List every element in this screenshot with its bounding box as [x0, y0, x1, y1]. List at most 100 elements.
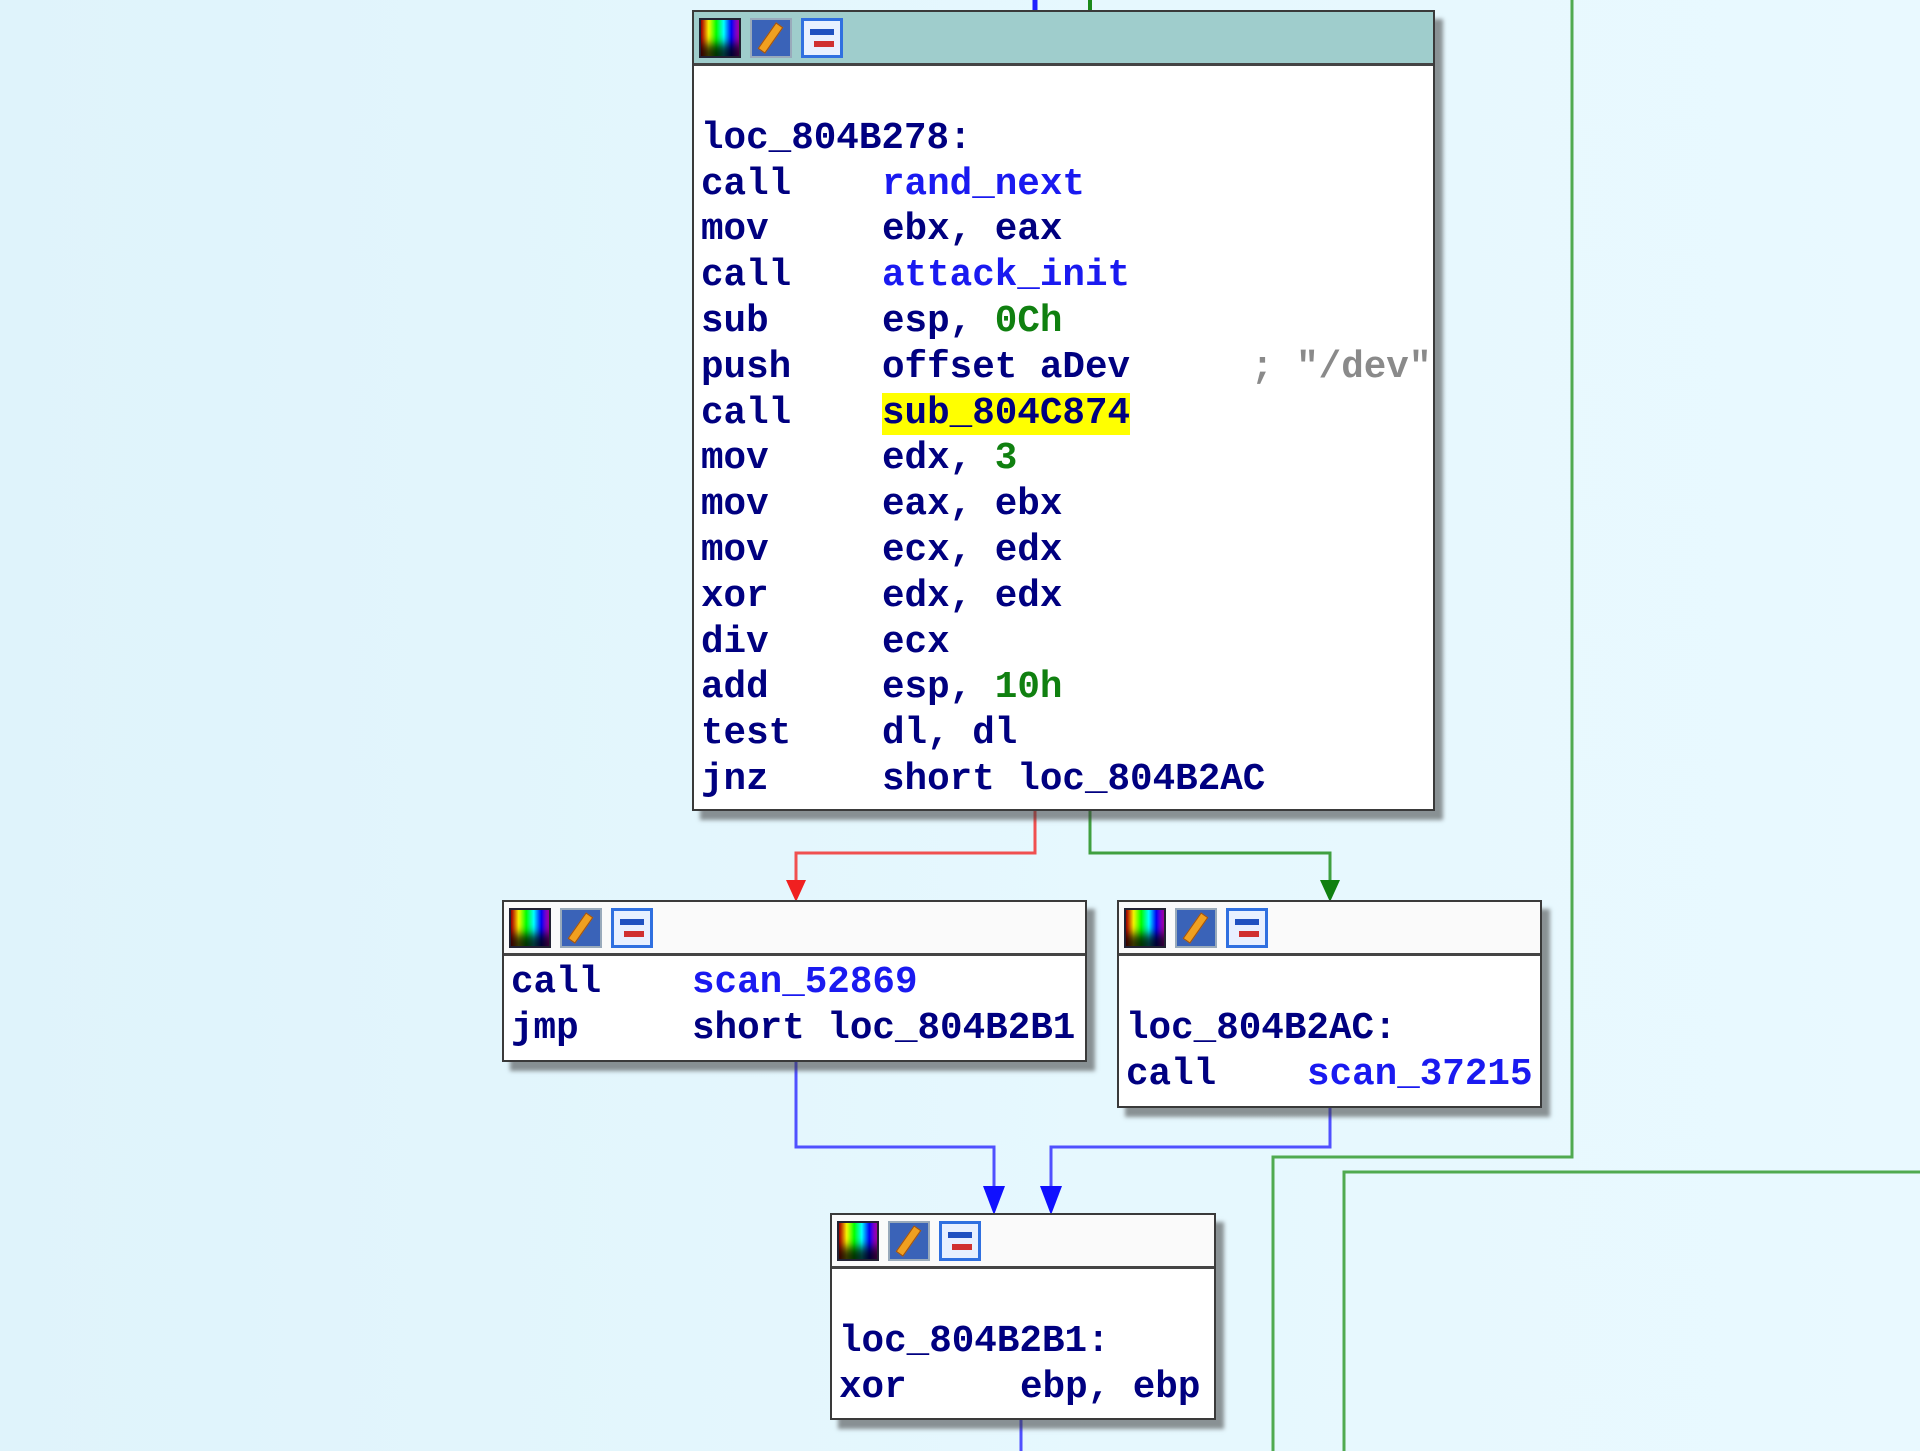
operand: ebp, ebp	[1020, 1366, 1201, 1409]
operand: ebx, eax	[882, 209, 1063, 252]
mnemonic: call	[701, 163, 792, 206]
color-palette-icon[interactable]	[1124, 907, 1166, 948]
mnemonic: div	[701, 621, 769, 664]
instruction-line[interactable]: mov ecx, edx	[701, 529, 1433, 575]
block-header[interactable]	[694, 12, 1433, 66]
immediate-value: 3	[994, 438, 1018, 481]
edge-flow-right[interactable]	[1049, 1108, 1332, 1196]
edit-pencil-icon[interactable]	[750, 17, 792, 58]
operand: eax, ebx	[882, 484, 1063, 527]
instruction-line[interactable]: jnz short loc_804B2AC	[701, 758, 1433, 804]
mnemonic: mov	[701, 529, 769, 572]
edit-pencil-icon[interactable]	[1175, 907, 1217, 948]
string-comment: ; "/dev"	[1251, 346, 1432, 389]
instruction-line[interactable]: call scan_37215	[1126, 1053, 1540, 1099]
mnemonic: push	[701, 346, 792, 389]
immediate-value: 10h	[994, 667, 1063, 710]
mnemonic: mov	[701, 438, 769, 481]
arrow-green	[1320, 880, 1340, 902]
code-label-line[interactable]: loc_804B2B1:	[839, 1320, 1214, 1366]
operand: edx, edx	[882, 575, 1063, 618]
instruction-line[interactable]: call scan_52869	[511, 961, 1085, 1007]
operand: short loc_804B2AC	[882, 758, 1266, 801]
instruction-line[interactable]: sub esp, 0Ch	[701, 300, 1433, 346]
mnemonic: call	[511, 962, 602, 1004]
blank-line	[1126, 961, 1540, 1007]
instruction-line[interactable]: mov edx, 3	[701, 437, 1433, 483]
instruction-line[interactable]: xor edx, edx	[701, 575, 1433, 621]
function-reference[interactable]: scan_52869	[692, 962, 918, 1004]
color-palette-icon[interactable]	[837, 1220, 879, 1261]
instruction-line[interactable]: mov eax, ebx	[701, 483, 1433, 529]
mnemonic: test	[701, 713, 792, 756]
mnemonic: jmp	[511, 1007, 579, 1050]
function-reference[interactable]: rand_next	[882, 163, 1085, 206]
operand: offset aDev	[882, 346, 1131, 389]
operand: short loc_804B2B1	[692, 1007, 1076, 1050]
edit-pencil-icon[interactable]	[888, 1220, 930, 1261]
instruction-line[interactable]: test dl, dl	[701, 712, 1433, 758]
block-header[interactable]	[832, 1215, 1214, 1269]
mnemonic: call	[1126, 1053, 1217, 1096]
operand: esp,	[882, 300, 995, 343]
operand: edx,	[882, 438, 995, 481]
mnemonic: add	[701, 667, 769, 710]
code-label-line[interactable]: loc_804B2AC:	[1126, 1007, 1540, 1053]
blank-line	[839, 1274, 1214, 1320]
mnemonic: jnz	[701, 758, 769, 801]
immediate-value: 0Ch	[994, 300, 1063, 343]
graph-overview-icon[interactable]	[611, 907, 653, 948]
operand: ecx	[882, 621, 950, 664]
mnemonic: call	[701, 255, 792, 298]
operand: dl, dl	[882, 713, 1018, 756]
instruction-line[interactable]: call rand_next	[701, 163, 1433, 209]
edge-flow-left[interactable]	[794, 1062, 996, 1196]
instruction-line[interactable]: div ecx	[701, 621, 1433, 667]
code-block-loc-804B2AC[interactable]: loc_804B2AC:call scan_37215	[1117, 900, 1542, 1108]
edge-back-green-2[interactable]	[1342, 1170, 1920, 1451]
color-palette-icon[interactable]	[509, 907, 551, 948]
graph-overview-icon[interactable]	[939, 1220, 981, 1261]
edit-pencil-icon[interactable]	[560, 907, 602, 948]
instruction-line[interactable]: call sub_804C874	[701, 392, 1433, 438]
edge-back-green-1[interactable]	[1271, 0, 1574, 1451]
color-palette-icon[interactable]	[699, 17, 741, 58]
mnemonic: call	[701, 392, 792, 435]
location-label[interactable]: loc_804B2B1:	[839, 1320, 1110, 1363]
block-header[interactable]	[1119, 902, 1540, 956]
graph-overview-icon[interactable]	[1226, 907, 1268, 948]
function-reference[interactable]: sub_804C874	[882, 392, 1131, 435]
arrow-red	[786, 880, 806, 902]
blank-line	[701, 71, 1433, 117]
arrow-blue-left	[983, 1186, 1005, 1215]
instruction-line[interactable]: mov ebx, eax	[701, 208, 1433, 254]
function-reference[interactable]: scan_37215	[1307, 1053, 1533, 1096]
block-header[interactable]	[504, 902, 1085, 956]
instruction-line[interactable]: call attack_init	[701, 254, 1433, 300]
edge-true-green[interactable]	[1088, 811, 1332, 885]
block-body: loc_804B2AC:call scan_37215	[1119, 956, 1540, 1098]
function-reference[interactable]: attack_init	[882, 255, 1131, 298]
location-label[interactable]: loc_804B278:	[701, 117, 972, 160]
location-label[interactable]: loc_804B2AC:	[1126, 1007, 1397, 1050]
operand: ecx, edx	[882, 529, 1063, 572]
code-label-line[interactable]: loc_804B278:	[701, 117, 1433, 163]
graph-overview-icon[interactable]	[801, 17, 843, 58]
edge-false-red[interactable]	[794, 811, 1037, 885]
mnemonic: sub	[701, 300, 769, 343]
mnemonic: xor	[701, 575, 769, 618]
arrow-blue-right	[1040, 1186, 1062, 1215]
mnemonic: mov	[701, 209, 769, 252]
instruction-line[interactable]: push offset aDev ; "/dev"	[701, 346, 1433, 392]
instruction-line[interactable]: jmp short loc_804B2B1	[511, 1007, 1085, 1053]
mnemonic: mov	[701, 484, 769, 527]
